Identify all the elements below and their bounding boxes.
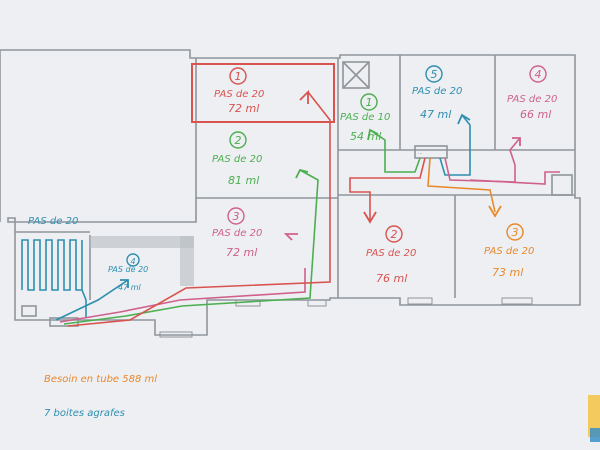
arrow-green-2	[295, 168, 309, 179]
circuit-number: 5	[431, 68, 438, 81]
circuit-length: 47 ml	[118, 283, 142, 292]
circuit-number: 3	[512, 226, 519, 239]
arrow-red-2	[363, 211, 377, 224]
boxes-note: 7 boites agrafes	[44, 408, 125, 419]
pipe-red-1	[67, 91, 331, 327]
circuit-pas: PAS de 20	[212, 154, 262, 165]
arrow-orange-3	[488, 205, 502, 218]
circuit-number-circle	[425, 65, 443, 83]
hatch-wall-2	[180, 236, 194, 286]
collector-caption: ⋯	[418, 152, 423, 157]
collector-box	[414, 145, 448, 159]
circuit-pas: PAS de 10	[340, 112, 390, 123]
circuit-number: 1	[366, 96, 373, 109]
circuit-number-circle	[360, 93, 378, 111]
circuit-number-circle	[529, 65, 547, 83]
circuit-length: 81 ml	[228, 174, 259, 187]
circuit-number: 1	[235, 70, 242, 83]
circuit-length: 72 ml	[228, 102, 259, 115]
circuit-number-circle	[506, 223, 524, 241]
arrow-blue-5	[457, 113, 471, 125]
arrowheads	[120, 89, 521, 288]
circuit-length: 47 ml	[420, 108, 451, 121]
bath-box	[21, 305, 37, 317]
circuit-pas: PAS de 20	[412, 86, 462, 97]
circuit-length: 76 ml	[376, 272, 407, 285]
window-marks	[159, 297, 533, 338]
bathroom-heating-circuit	[21, 239, 87, 318]
circuit-length: 73 ml	[492, 266, 523, 279]
circuit-number: 4	[535, 68, 542, 81]
window-3	[407, 297, 433, 305]
arrow-green-1	[367, 128, 379, 141]
pipe-pink-4	[444, 137, 521, 183]
circuit-number: 4	[130, 257, 135, 266]
circuit-number-circle	[227, 207, 245, 225]
hatched-walls	[90, 236, 194, 286]
circuit-length: 66 ml	[520, 108, 551, 121]
feed-pipes-left	[55, 91, 331, 327]
circuit-length: 54 ml	[350, 130, 381, 143]
circuit-number: 2	[235, 134, 242, 147]
arrow-pink-3	[283, 233, 298, 241]
pipe-orange-3	[427, 157, 496, 213]
window-5	[159, 331, 193, 338]
circuit-pas: PAS de 20	[366, 248, 416, 259]
circuit-pas: PAS de 20	[484, 246, 534, 257]
hatch-wall-1	[90, 236, 194, 248]
window-2	[307, 299, 327, 307]
room-1-red-frame	[191, 63, 335, 123]
shower-diag-2	[342, 61, 370, 89]
circuit-length: 72 ml	[226, 246, 257, 259]
circuit-pas: PAS de 20	[108, 265, 148, 274]
pipe-green-1	[369, 129, 421, 173]
edge-tape-mark	[588, 395, 600, 437]
circuit-number: 2	[391, 228, 398, 241]
circuit-number-circle	[229, 131, 247, 149]
circuit-pas: PAS de 20	[212, 228, 262, 239]
circuit-pas: PAS de 20	[214, 89, 264, 100]
circuit-number-circle	[229, 67, 247, 85]
pipe-blue-5	[439, 114, 471, 176]
circuit-number-circle	[385, 225, 403, 243]
arrow-red-1	[299, 89, 309, 104]
bath-feed	[81, 289, 87, 318]
pipe-red-2	[349, 157, 426, 220]
arrow-blue-4	[120, 279, 129, 288]
circuit-pas: PAS de 20	[507, 94, 557, 105]
tube-need-note: Besoin en tube 588 ml	[44, 374, 157, 385]
pipe-blue-4	[55, 279, 129, 321]
pipe-green-2	[63, 169, 319, 325]
bathroom-label: PAS de 20	[28, 216, 78, 227]
pipe-pink-3	[59, 268, 306, 323]
circuit-number-circle	[126, 253, 140, 267]
pipe-pink-4-tail	[469, 171, 560, 185]
outer-wall	[0, 49, 581, 336]
window-4	[501, 297, 533, 305]
bath-serpentine	[21, 239, 83, 291]
circuit-number: 3	[233, 210, 240, 223]
feed-pipes-right	[349, 114, 560, 220]
edge-blue-mark	[590, 428, 600, 442]
building-walls	[0, 49, 581, 336]
arrow-pink-4	[512, 137, 521, 146]
shower-box	[342, 61, 370, 89]
wc-box	[551, 174, 573, 196]
